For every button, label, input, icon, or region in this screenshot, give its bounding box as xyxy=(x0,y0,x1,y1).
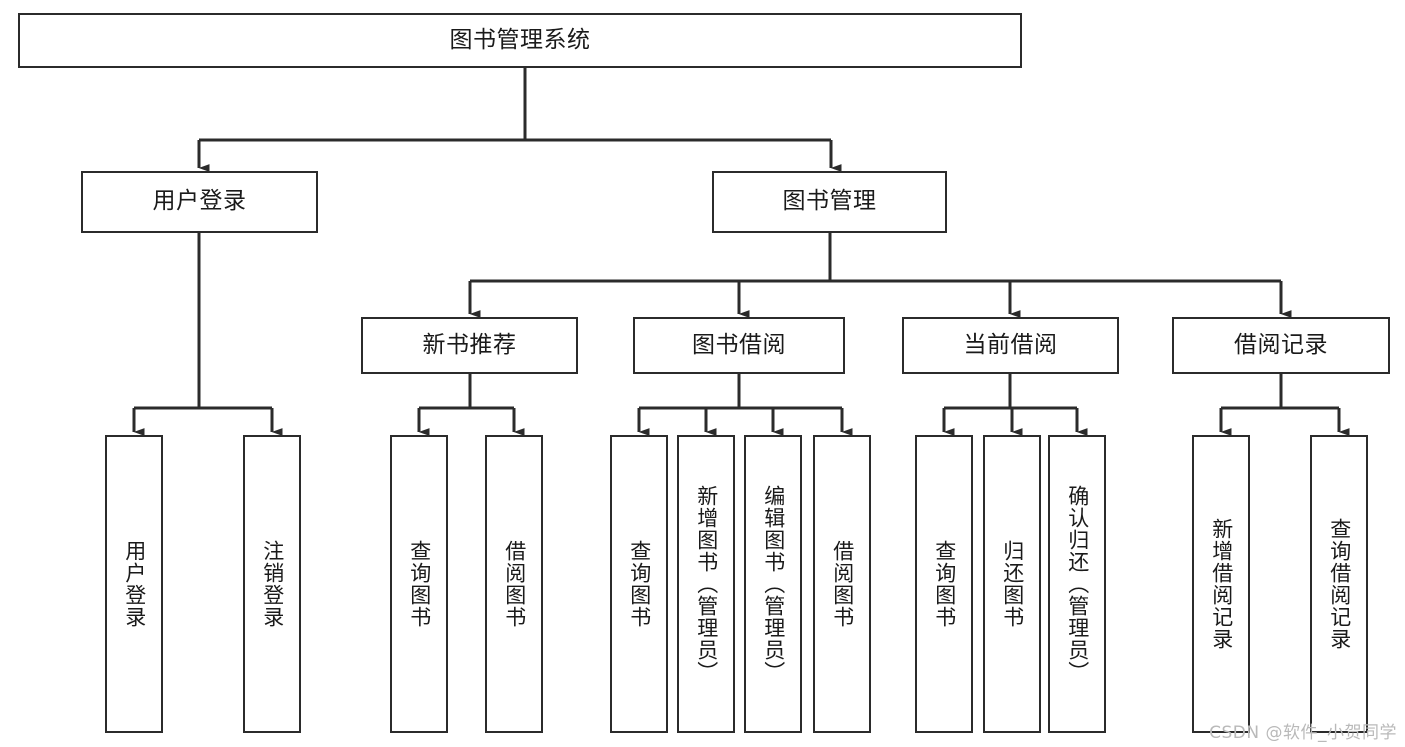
leaf-edit-book-admin[interactable]: 编辑图书（管理员） xyxy=(744,435,802,733)
leaf-query-book-current-label: 查询图书 xyxy=(932,540,957,628)
leaf-borrow-book-recommend[interactable]: 借阅图书 xyxy=(485,435,543,733)
leaf-query-book-borrow-label: 查询图书 xyxy=(627,540,652,628)
leaf-borrow-book[interactable]: 借阅图书 xyxy=(813,435,871,733)
leaf-user-logout[interactable]: 注销登录 xyxy=(243,435,301,733)
node-new-book-recommend-label: 新书推荐 xyxy=(422,331,517,358)
node-book-management[interactable]: 图书管理 xyxy=(712,171,947,233)
leaf-query-book-current[interactable]: 查询图书 xyxy=(915,435,973,733)
watermark-text: CSDN @软件_小贺同学 xyxy=(1209,723,1397,743)
connectors-current-to-leaves xyxy=(942,374,1088,436)
leaf-add-borrow-record-label: 新增借阅记录 xyxy=(1209,518,1234,650)
leaf-confirm-return-admin-label: 确认归还（管理员） xyxy=(1065,485,1090,683)
node-root-label: 图书管理系统 xyxy=(449,26,591,53)
connectors-records-to-leaves xyxy=(1219,374,1350,436)
connectors-level2-booksmgmt-to-level3 xyxy=(468,233,1292,318)
node-current-borrow[interactable]: 当前借阅 xyxy=(902,317,1119,374)
connectors-newbook-to-leaves xyxy=(417,374,525,436)
connectors-root-to-level2 xyxy=(197,68,842,172)
node-current-borrow-label: 当前借阅 xyxy=(963,331,1058,358)
leaf-borrow-book-recommend-label: 借阅图书 xyxy=(502,540,527,628)
node-new-book-recommend[interactable]: 新书推荐 xyxy=(361,317,578,374)
node-book-borrow[interactable]: 图书借阅 xyxy=(633,317,845,374)
node-book-management-label: 图书管理 xyxy=(782,188,877,215)
leaf-user-login-label: 用户登录 xyxy=(122,540,147,628)
leaf-add-borrow-record[interactable]: 新增借阅记录 xyxy=(1192,435,1250,733)
node-user-login[interactable]: 用户登录 xyxy=(81,171,318,233)
leaf-borrow-book-label: 借阅图书 xyxy=(830,540,855,628)
leaf-confirm-return-admin[interactable]: 确认归还（管理员） xyxy=(1048,435,1106,733)
leaf-user-login[interactable]: 用户登录 xyxy=(105,435,163,733)
connectors-borrow-to-leaves xyxy=(637,374,853,436)
node-root-system[interactable]: 图书管理系统 xyxy=(18,13,1022,68)
node-borrow-records[interactable]: 借阅记录 xyxy=(1172,317,1390,374)
leaf-edit-book-admin-label: 编辑图书（管理员） xyxy=(761,485,786,683)
node-borrow-records-label: 借阅记录 xyxy=(1234,331,1328,358)
leaf-query-book-borrow[interactable]: 查询图书 xyxy=(610,435,668,733)
leaf-query-book-recommend[interactable]: 查询图书 xyxy=(390,435,448,733)
leaf-return-book-label: 归还图书 xyxy=(1000,540,1025,628)
connectors-userlogin-to-leaves xyxy=(132,233,283,436)
leaf-query-borrow-record-label: 查询借阅记录 xyxy=(1327,518,1352,650)
leaf-add-book-admin-label: 新增图书（管理员） xyxy=(694,485,719,683)
leaf-user-logout-label: 注销登录 xyxy=(260,540,285,628)
leaf-add-book-admin[interactable]: 新增图书（管理员） xyxy=(677,435,735,733)
leaf-query-book-recommend-label: 查询图书 xyxy=(407,540,432,628)
leaf-return-book[interactable]: 归还图书 xyxy=(983,435,1041,733)
node-user-login-label: 用户登录 xyxy=(152,188,247,215)
node-book-borrow-label: 图书借阅 xyxy=(692,331,786,358)
leaf-query-borrow-record[interactable]: 查询借阅记录 xyxy=(1310,435,1368,733)
